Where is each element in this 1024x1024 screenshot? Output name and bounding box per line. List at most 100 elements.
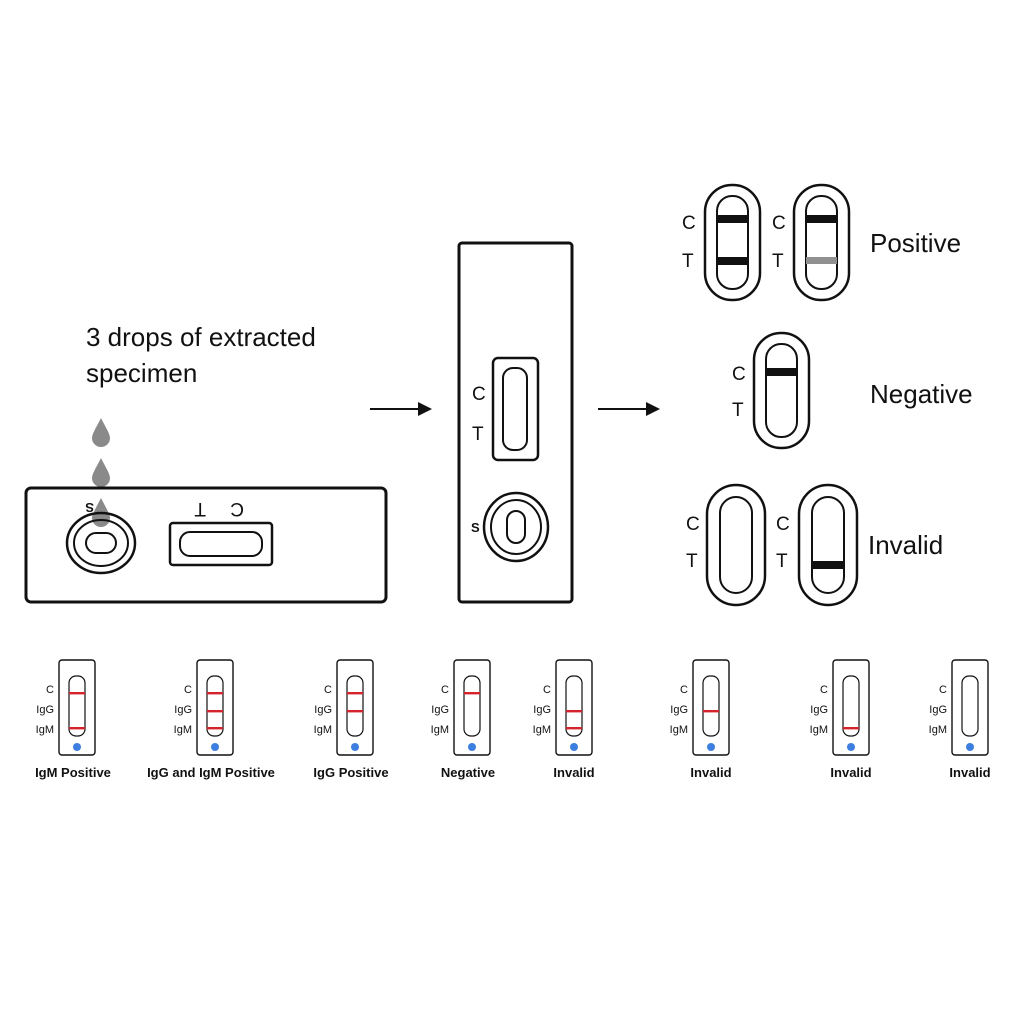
result-window bbox=[206, 675, 224, 737]
strip-label-igm: IgM bbox=[174, 724, 192, 736]
strip-label-igg: IgG bbox=[314, 704, 332, 716]
strip-label-igm: IgM bbox=[314, 724, 332, 736]
drop-icon bbox=[92, 458, 110, 487]
result-line-igg bbox=[566, 710, 582, 713]
sample-well-ring bbox=[73, 519, 129, 567]
sample-well-outer bbox=[482, 491, 550, 563]
test-line-label: T bbox=[686, 551, 698, 572]
strip-label-igm: IgM bbox=[810, 724, 828, 736]
strip-label-c: C bbox=[46, 684, 54, 696]
cassette-body bbox=[453, 659, 491, 756]
antibody-result-strip: C IgG IgM IgG Positive bbox=[313, 659, 389, 780]
test-line bbox=[812, 561, 844, 569]
cassette-body bbox=[457, 241, 574, 604]
control-line-label: C bbox=[472, 384, 486, 405]
invalid-result: C T C T Invalid bbox=[686, 483, 943, 607]
result-line-igm bbox=[843, 727, 859, 730]
cassette-body bbox=[58, 659, 96, 756]
sample-dot bbox=[570, 743, 578, 751]
positive-label: Positive bbox=[870, 228, 961, 258]
negative-result: C T Negative bbox=[732, 331, 973, 450]
control-line-label: C bbox=[686, 514, 700, 535]
strip-label-igg: IgG bbox=[174, 704, 192, 716]
strip-label-c: C bbox=[441, 684, 449, 696]
cassette-body bbox=[196, 659, 234, 756]
strip-label-igg: IgG bbox=[431, 704, 449, 716]
result-window bbox=[346, 675, 364, 737]
result-caption: Invalid bbox=[690, 765, 731, 780]
result-line-igg bbox=[347, 710, 363, 713]
test-line-label: T bbox=[776, 551, 788, 572]
result-window bbox=[68, 675, 86, 737]
strip-label-igm: IgM bbox=[431, 724, 449, 736]
strip-label-c: C bbox=[939, 684, 947, 696]
result-caption: Invalid bbox=[830, 765, 871, 780]
sample-port-label: S bbox=[85, 500, 94, 515]
strip-label-igg: IgG bbox=[670, 704, 688, 716]
result-line-igg bbox=[703, 710, 719, 713]
instruction-line-1: 3 drops of extracted bbox=[86, 322, 316, 352]
cassette-body bbox=[951, 659, 989, 756]
test-line-label: T bbox=[772, 251, 784, 272]
control-line-label: C bbox=[682, 213, 696, 234]
antibody-result-strip: C IgG IgM IgG and IgM Positive bbox=[147, 659, 275, 780]
control-line-label: C bbox=[772, 213, 786, 234]
result-window bbox=[842, 675, 860, 737]
sample-dot bbox=[351, 743, 359, 751]
vertical-test-cassette: C T S bbox=[457, 241, 574, 604]
test-line-label: T bbox=[732, 400, 744, 421]
result-caption: Invalid bbox=[553, 765, 594, 780]
invalid-label: Invalid bbox=[868, 530, 943, 560]
result-line-c bbox=[347, 692, 363, 695]
cassette-body bbox=[24, 486, 388, 604]
control-line-label: C bbox=[732, 364, 746, 385]
result-caption: IgM Positive bbox=[35, 765, 111, 780]
strip-label-igm: IgM bbox=[533, 724, 551, 736]
cassette-body bbox=[832, 659, 870, 756]
result-window bbox=[961, 675, 979, 737]
result-window bbox=[179, 531, 263, 557]
result-window bbox=[702, 675, 720, 737]
sample-well-outer bbox=[65, 511, 137, 575]
control-line-label: C bbox=[230, 498, 244, 519]
sample-well-ring bbox=[490, 499, 542, 555]
sample-dot bbox=[847, 743, 855, 751]
result-caption: IgG and IgM Positive bbox=[147, 765, 275, 780]
arrow-icon bbox=[370, 402, 432, 416]
instruction-line-2: specimen bbox=[86, 358, 197, 388]
result-line-igm bbox=[566, 727, 582, 730]
result-caption: IgG Positive bbox=[313, 765, 388, 780]
result-line-igm bbox=[69, 727, 85, 730]
sample-dot bbox=[73, 743, 81, 751]
cassette-body bbox=[692, 659, 730, 756]
strip-label-igm: IgM bbox=[929, 724, 947, 736]
result-line-c bbox=[207, 692, 223, 695]
sample-port-label: S bbox=[471, 520, 480, 535]
strip-label-c: C bbox=[324, 684, 332, 696]
test-line-label: T bbox=[472, 424, 484, 445]
strip-label-c: C bbox=[184, 684, 192, 696]
sample-dot bbox=[966, 743, 974, 751]
cassette-body bbox=[336, 659, 374, 756]
antibody-result-row: C IgG IgM IgM Positive C IgG IgM IgG and IgM Po… bbox=[35, 659, 991, 780]
result-window-outer bbox=[168, 521, 274, 567]
cassette-body bbox=[555, 659, 593, 756]
sample-dot bbox=[707, 743, 715, 751]
test-line-label: T bbox=[194, 498, 206, 519]
horizontal-test-cassette: S T C bbox=[24, 486, 388, 604]
result-caption: Invalid bbox=[949, 765, 990, 780]
result-line-c bbox=[69, 692, 85, 695]
control-line bbox=[717, 215, 748, 223]
result-line-c bbox=[464, 692, 480, 695]
arrow-icon bbox=[598, 402, 660, 416]
faint-test-line bbox=[806, 257, 837, 264]
sample-dot bbox=[468, 743, 476, 751]
result-window-outer bbox=[491, 356, 540, 462]
drop-icon bbox=[92, 418, 110, 447]
result-window bbox=[565, 675, 583, 737]
strip-label-c: C bbox=[820, 684, 828, 696]
